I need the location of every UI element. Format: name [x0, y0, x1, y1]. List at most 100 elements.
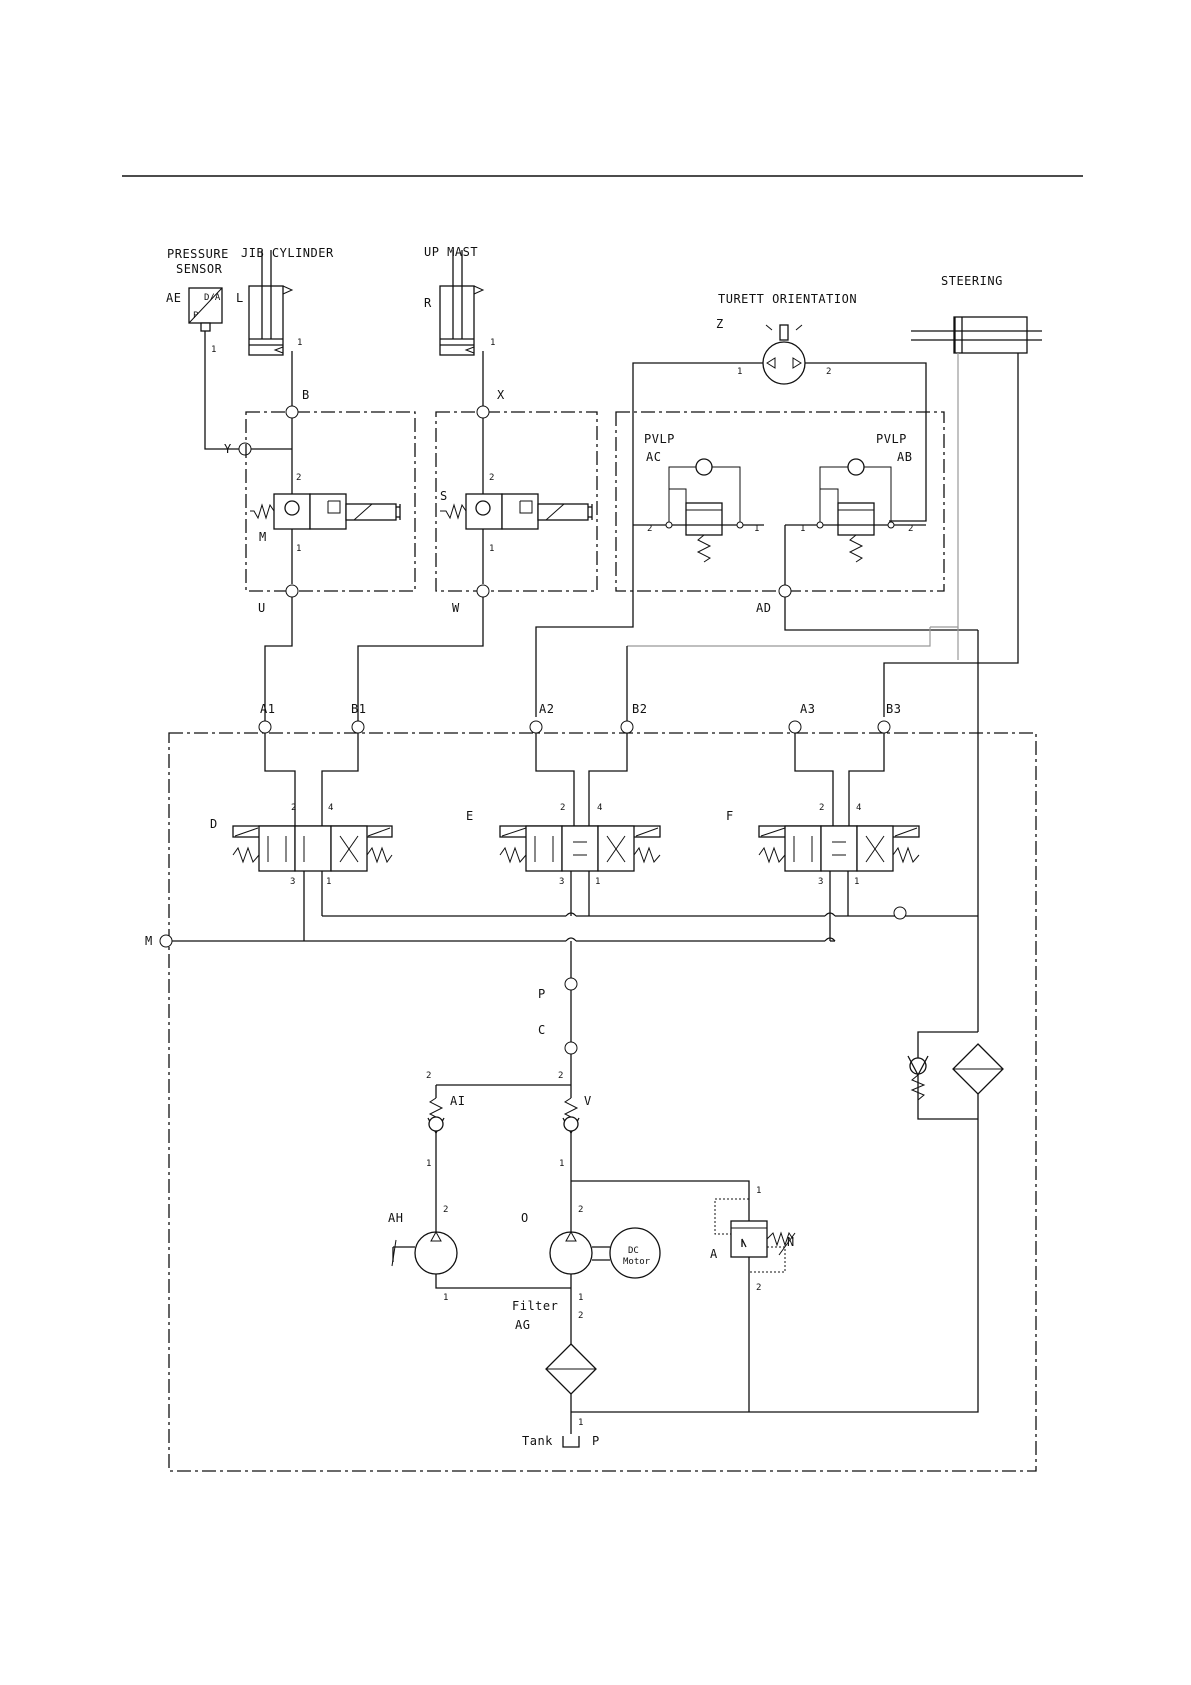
dc-motor-label-1: DC	[628, 1246, 639, 1256]
port-b	[286, 406, 298, 418]
svg-text:1: 1	[326, 877, 331, 887]
steering-cylinder: STEERING	[884, 274, 1042, 717]
filter-label-2: AG	[515, 1318, 530, 1332]
main-pump: O 2 DC Motor 1 2	[521, 1205, 660, 1349]
svg-text:1: 1	[489, 544, 494, 554]
svg-text:1: 1	[754, 524, 759, 534]
valve-s-label: S	[440, 489, 448, 503]
svg-text:1: 1	[297, 338, 302, 348]
port-c	[565, 1042, 577, 1054]
svg-text:2: 2	[426, 1071, 431, 1081]
jib-cylinder-label: JIB CYLINDER	[241, 246, 334, 260]
svg-text:4: 4	[597, 803, 602, 813]
pressure-sensor-da: D/A	[204, 293, 221, 303]
port-b2-label: B2	[632, 702, 647, 716]
return-filter-bypass	[908, 916, 1003, 1119]
check-ai-label: AI	[450, 1094, 465, 1108]
pressure-line: P C 2 2	[426, 941, 577, 1085]
pvlp-left-label-2: AC	[646, 450, 661, 464]
spool-e-label: E	[466, 809, 474, 823]
port-x-label: X	[497, 388, 505, 402]
svg-text:2: 2	[489, 473, 494, 483]
tank: Tank P	[522, 1434, 600, 1448]
valve-m-label: M	[259, 530, 267, 544]
port-p-label: P	[538, 987, 546, 1001]
svg-text:4: 4	[328, 803, 333, 813]
test-port	[894, 907, 906, 919]
svg-text:1: 1	[595, 877, 600, 887]
pvlp-right-label-1: PVLP	[876, 432, 907, 446]
spool-valve-d: D 2 4 3 1	[210, 803, 392, 887]
svg-text:2: 2	[558, 1071, 563, 1081]
jib-cylinder-id: L	[236, 291, 244, 305]
port-w-label: W	[452, 601, 460, 615]
pvlp-right-label-2: AB	[897, 450, 912, 464]
spool-valve-f: F 2 4 3 1	[726, 803, 919, 887]
hand-pump-label: AH	[388, 1211, 403, 1225]
turret-id: Z	[716, 317, 724, 331]
svg-text:2: 2	[647, 524, 652, 534]
port-w	[477, 585, 489, 597]
valve-block-m: B U 2 1 M	[246, 388, 415, 615]
hand-pump: AH 2 1	[388, 1205, 571, 1303]
port-a3-label: A3	[800, 702, 815, 716]
port-a2	[530, 721, 542, 733]
port-b1	[352, 721, 364, 733]
pressure-sensor-id: AE	[166, 291, 181, 305]
port-y-label: Y	[224, 442, 232, 456]
port-u-label: U	[258, 601, 266, 615]
port-ad-label: AD	[756, 601, 771, 615]
svg-text:2: 2	[291, 803, 296, 813]
up-mast-label: UP MAST	[424, 245, 478, 259]
port-a1	[259, 721, 271, 733]
svg-text:1: 1	[854, 877, 859, 887]
svg-text:1: 1	[578, 1418, 583, 1428]
svg-text:1: 1	[800, 524, 805, 534]
spool-f-label: F	[726, 809, 734, 823]
port-y	[239, 443, 251, 455]
svg-text:2: 2	[443, 1205, 448, 1215]
svg-text:2: 2	[826, 367, 831, 377]
steering-label: STEERING	[941, 274, 1003, 288]
port-b3	[878, 721, 890, 733]
filter-label-1: Filter	[512, 1299, 558, 1313]
svg-text:2: 2	[296, 473, 301, 483]
svg-text:1: 1	[559, 1159, 564, 1169]
svg-text:2: 2	[578, 1205, 583, 1215]
check-v-label: V	[584, 1094, 592, 1108]
valve-block-s: X W 2 1 S	[436, 388, 597, 615]
manifold-top-ports: A1 B1 A2 B2 A3 B3	[259, 702, 901, 733]
port-x	[477, 406, 489, 418]
port-a3	[789, 721, 801, 733]
pump-o-label: O	[521, 1211, 529, 1225]
port-p	[565, 978, 577, 990]
svg-text:1: 1	[443, 1293, 448, 1303]
pressure-sensor-label-2: SENSOR	[176, 262, 223, 276]
port-b3-label: B3	[886, 702, 901, 716]
port-a1-label: A1	[260, 702, 275, 716]
port-b2	[621, 721, 633, 733]
svg-text:3: 3	[290, 877, 295, 887]
port-a2-label: A2	[539, 702, 554, 716]
svg-text:2: 2	[578, 1311, 583, 1321]
spool-valve-e: E 2 4 3 1	[466, 803, 660, 887]
pressure-sensor-p: P	[193, 311, 199, 321]
svg-text:2: 2	[560, 803, 565, 813]
svg-text:1: 1	[296, 544, 301, 554]
svg-text:4: 4	[856, 803, 861, 813]
svg-text:2: 2	[756, 1283, 761, 1293]
svg-text:2: 2	[908, 524, 913, 534]
svg-text:1: 1	[737, 367, 742, 377]
svg-text:3: 3	[818, 877, 823, 887]
svg-text:2: 2	[819, 803, 824, 813]
svg-text:3: 3	[559, 877, 564, 887]
check-valve-v: V 1	[559, 1085, 592, 1232]
spool-d-label: D	[210, 817, 218, 831]
up-mast-id: R	[424, 296, 432, 310]
jib-cylinder: JIB CYLINDER L 1	[236, 246, 334, 584]
port-c-label: C	[538, 1023, 546, 1037]
svg-text:1: 1	[578, 1293, 583, 1303]
tank-p-label: P	[592, 1434, 600, 1448]
dc-motor-label-2: Motor	[623, 1257, 651, 1267]
